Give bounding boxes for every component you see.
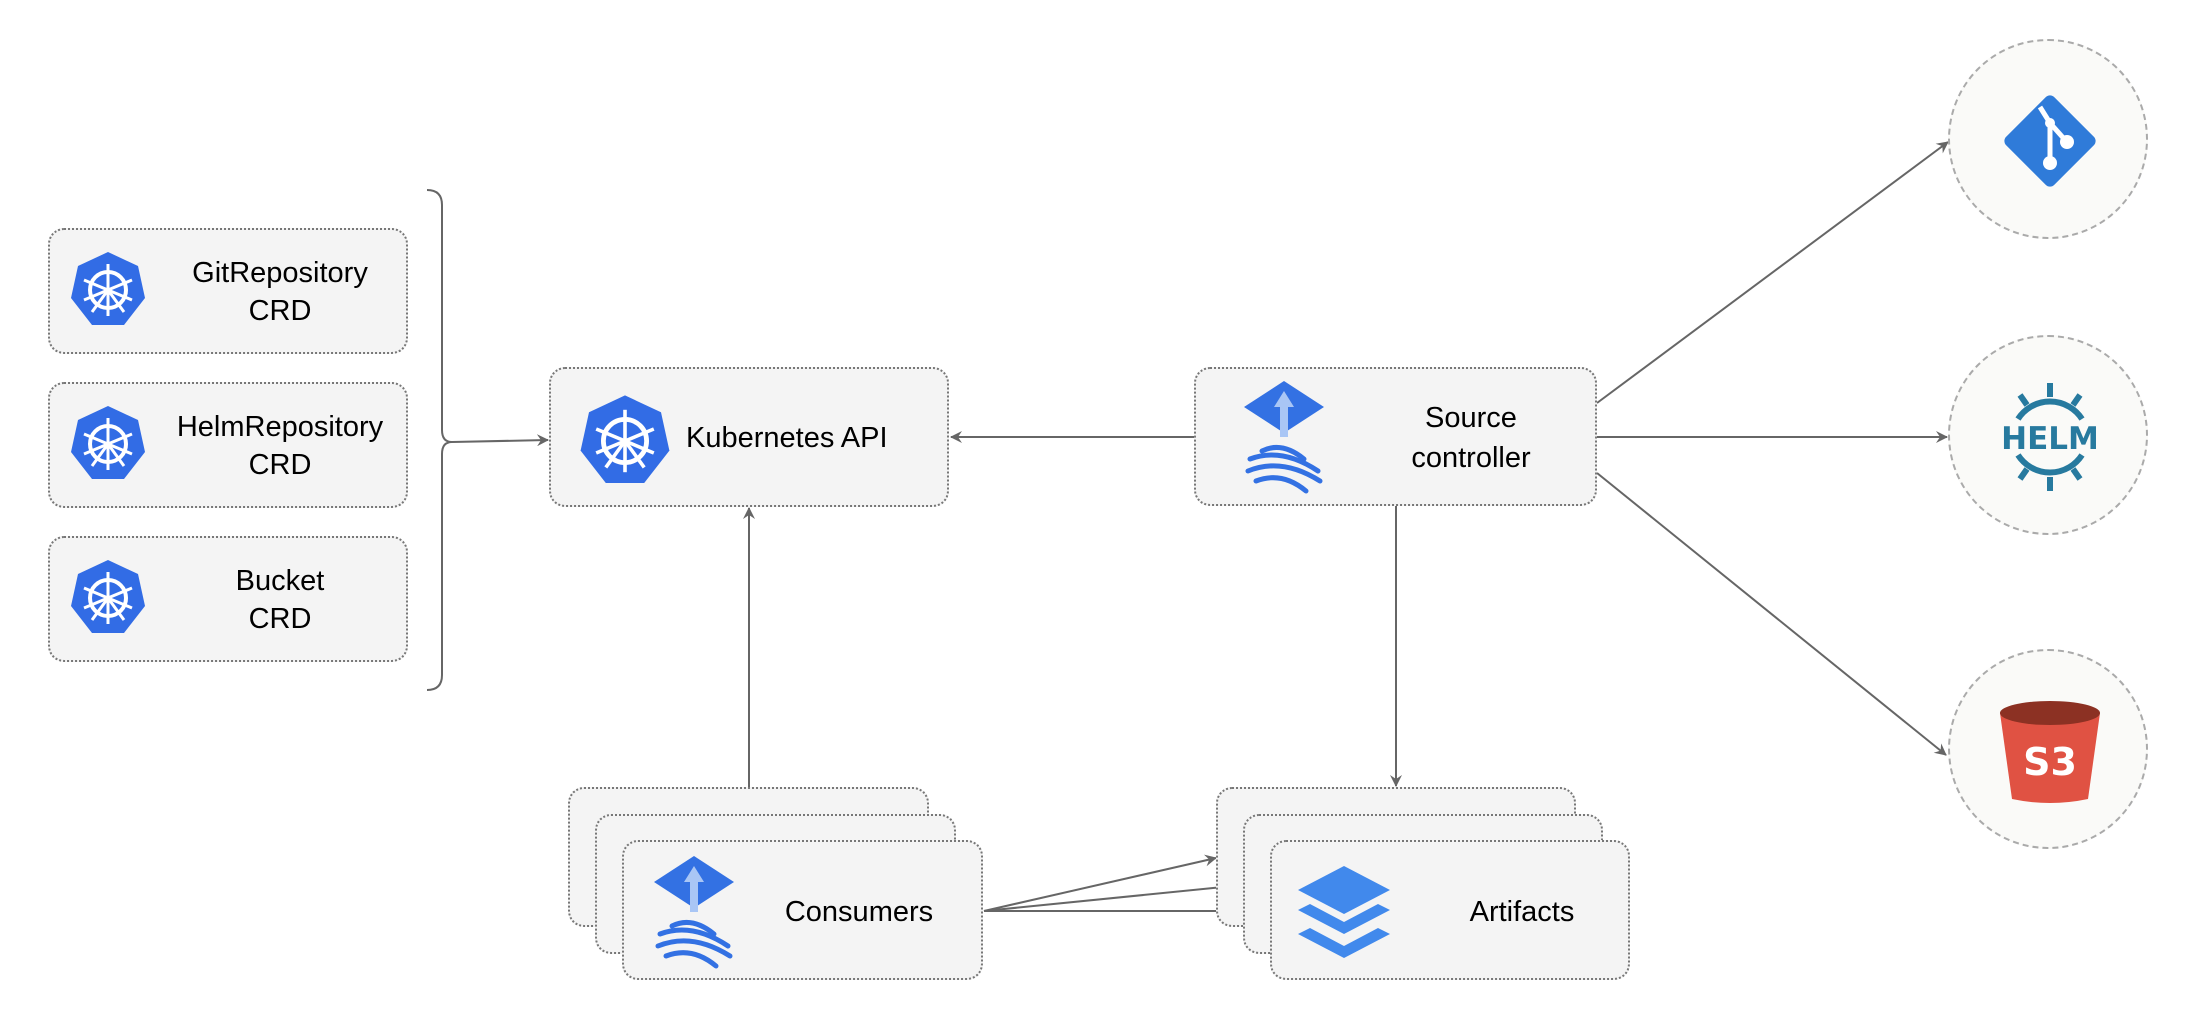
consumers-node[interactable]: Consumers [622, 840, 983, 980]
crd-name: HelmRepository [176, 411, 384, 443]
s3-bucket-icon: S3 [2000, 701, 2100, 803]
kubernetes-icon [71, 252, 145, 325]
consumers-label: Consumers [784, 896, 934, 928]
arrow-crds-to-k8s [451, 434, 549, 447]
source-controller-node[interactable]: Source controller [1194, 367, 1597, 506]
s3-wordmark: S3 [2023, 740, 2077, 784]
kubernetes-icon [71, 406, 145, 479]
crd-kind: CRD [248, 603, 312, 635]
helm-icon: HELM [2001, 383, 2099, 491]
git-source[interactable] [1948, 39, 2148, 239]
crd-bucket[interactable]: Bucket CRD [48, 536, 408, 662]
git-icon [2004, 95, 2096, 187]
arrow-source-to-s3 [1596, 472, 1947, 756]
s3-source[interactable]: S3 [1948, 649, 2148, 849]
kubernetes-icon [580, 395, 670, 483]
flux-icon [1244, 381, 1324, 494]
arrow-consumers-to-artifacts-2 [983, 880, 1244, 912]
arrow-consumers-to-artifacts-1 [983, 854, 1217, 912]
crd-kind: CRD [248, 295, 312, 327]
crd-name: GitRepository [192, 257, 368, 289]
layers-icon [1298, 866, 1390, 958]
kubernetes-api-node[interactable]: Kubernetes API [549, 367, 949, 507]
crd-name: Bucket [235, 565, 325, 597]
artifacts-label: Artifacts [1469, 896, 1575, 928]
source-controller-label-line2: controller [1411, 442, 1531, 474]
source-controller-label-line1: Source [1425, 402, 1517, 434]
crd-kind: CRD [248, 449, 312, 481]
crd-helmrepository[interactable]: HelmRepository CRD [48, 382, 408, 508]
arrow-source-to-git [1596, 141, 1949, 404]
kubernetes-api-label: Kubernetes API [686, 422, 888, 454]
artifacts-node[interactable]: Artifacts [1270, 840, 1630, 980]
kubernetes-icon [71, 560, 145, 633]
helm-source[interactable]: HELM [1948, 335, 2148, 535]
flux-icon [654, 856, 734, 969]
crd-gitrepository[interactable]: GitRepository CRD [48, 228, 408, 354]
helm-wordmark: HELM [2001, 421, 2099, 457]
crd-brace [426, 189, 453, 691]
